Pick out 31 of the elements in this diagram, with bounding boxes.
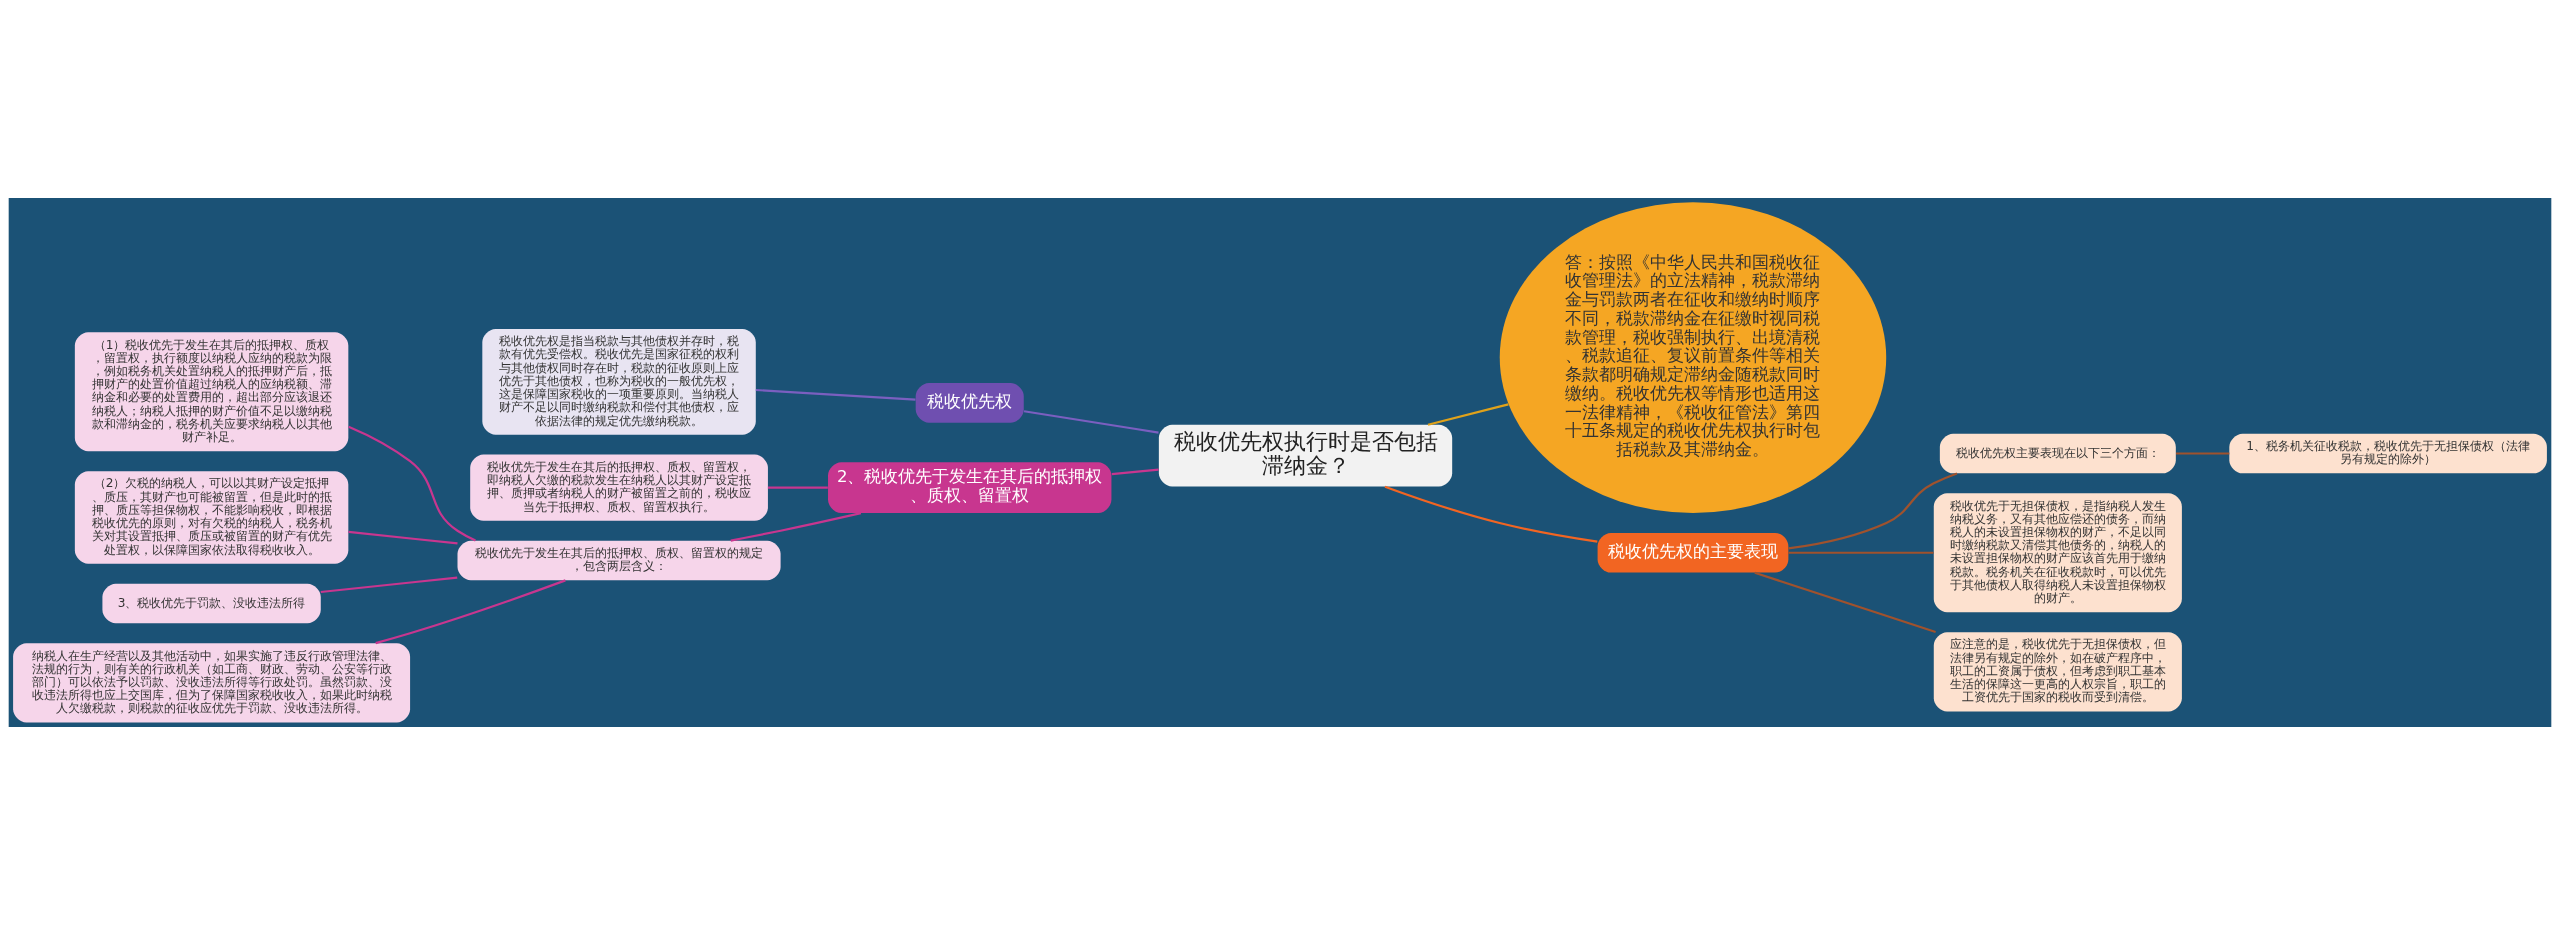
node-box: 税收优先权主要表现在以下三个方面：	[1939, 433, 2176, 474]
node-box: 1、税务机关征收税款，税收优先于无担保债权（法律另有规定的除外）	[2229, 433, 2547, 474]
connector	[767, 486, 828, 489]
connector	[1754, 571, 1936, 634]
connector	[375, 579, 566, 645]
connector	[2176, 452, 2230, 455]
connector	[730, 512, 862, 542]
connector	[348, 425, 476, 542]
connector	[1384, 485, 1598, 543]
connector	[1111, 468, 1159, 476]
connector	[1788, 472, 1958, 550]
node-box: 税收优先于发生在其后的抵押权、质权、留置权，即纳税人欠缴的税款发生在纳税人以其财产设定抵押、质押或者纳税人的财产被留置之前的，税收应当先于抵押权、质权、留置权执行。	[470, 454, 768, 521]
node-box: 税收优先权是指当税款与其他债权并存时，税款有优先受偿权。税收优先是国家征税的权利与其他债权同时存在时，税款的征收原则上应优先于其他债权，也称为税收的一般优先权，这是保障国家税收的一项重要原则。当纳税人财产不足以同时缴纳税款和偿付其他债权，应依据法律的规定优先缴纳税款。	[482, 328, 756, 435]
connector	[1023, 410, 1159, 434]
node-box: 税收优先权执行时是否包括滞纳金？	[1158, 424, 1453, 487]
connector	[320, 576, 458, 594]
node-box: 税收优先权的主要表现	[1597, 532, 1789, 573]
node-ellipse: 答：按照《中华人民共和国税收征收管理法》的立法精神，税款滞纳金与罚款两者在征收和缴纳时顺序不同，税款滞纳金在征缴时视同税款管理，税收强制执行、出境清税、税款追征、复议前置条件等相关条款都明确规定滞纳金随税款同时缴纳。税收优先权等情形也适用这一法律精神，《税收征管法》第四十五条规定的税收优先权执行时包括税款及其滞纳金。	[1499, 202, 1887, 513]
connector	[1427, 403, 1509, 426]
node-box: （2）欠税的纳税人，可以以其财产设定抵押、质压，其财产也可能被留置，但是此时的抵押、质压等担保物权，不能影响税收，即根据税收优先的原则，对有欠税的纳税人，税务机关对其设置抵押、质压或被留置的财产有优先处置权，以保障国家依法取得税收收入。	[74, 471, 349, 564]
node-box: 应注意的是，税收优先于无担保债权，但法律另有规定的除外，如在破产程序中，职工的工资属于债权，但考虑到职工基本生活的保障这一更高的人权宗旨，职工的工资优先于国家的税收而受到清偿。	[1933, 632, 2182, 712]
connector	[1788, 551, 1934, 554]
connector	[348, 530, 458, 545]
node-box: 纳税人在生产经营以及其他活动中，如果实施了违反行政管理法律、法规的行为，则有关的行政机关（如工商、财政、劳动、公安等行政部门）可以依法予以罚款、没收违法所得等行政处罚。虽然罚款、没收违法所得也应上交国库，但为了保障国家税收收入，如果此时纳税人欠缴税款，则税款的征收应优先于罚款、没收违法所得。	[13, 643, 411, 723]
node-box: 3、税收优先于罚款、没收违法所得	[102, 583, 321, 624]
node-box: （1）税收优先于发生在其后的抵押权、质权，留置权，执行额度以纳税人应纳的税款为限，例如税务机关处置纳税人的抵押财产后，抵押财产的处置价值超过纳税人的应纳税额、滞纳金和必要的处置费用的，超出部分应该退还纳税人；纳税人抵押的财产价值不足以缴纳税款和滞纳金的，税务机关应要求纳税人以其他财产补足。	[74, 332, 349, 452]
connector	[755, 388, 916, 401]
node-box: 税收优先于无担保债权，是指纳税人发生纳税义务，又有其他应偿还的债务，而纳税人的未设置担保物权的财产，不足以同时缴纳税款又清偿其他债务的，纳税人的未设置担保物权的财产应该首先用于缴纳税款。税务机关在征收税款时，可以优先于其他债权人取得纳税人未设置担保物权的财产。	[1933, 493, 2182, 613]
node-box: 2、税收优先于发生在其后的抵押权、质权、留置权	[828, 462, 1112, 514]
node-box: 税收优先权	[915, 382, 1024, 423]
node-box: 税收优先于发生在其后的抵押权、质权、留置权的规定，包含两层含义：	[457, 540, 781, 581]
